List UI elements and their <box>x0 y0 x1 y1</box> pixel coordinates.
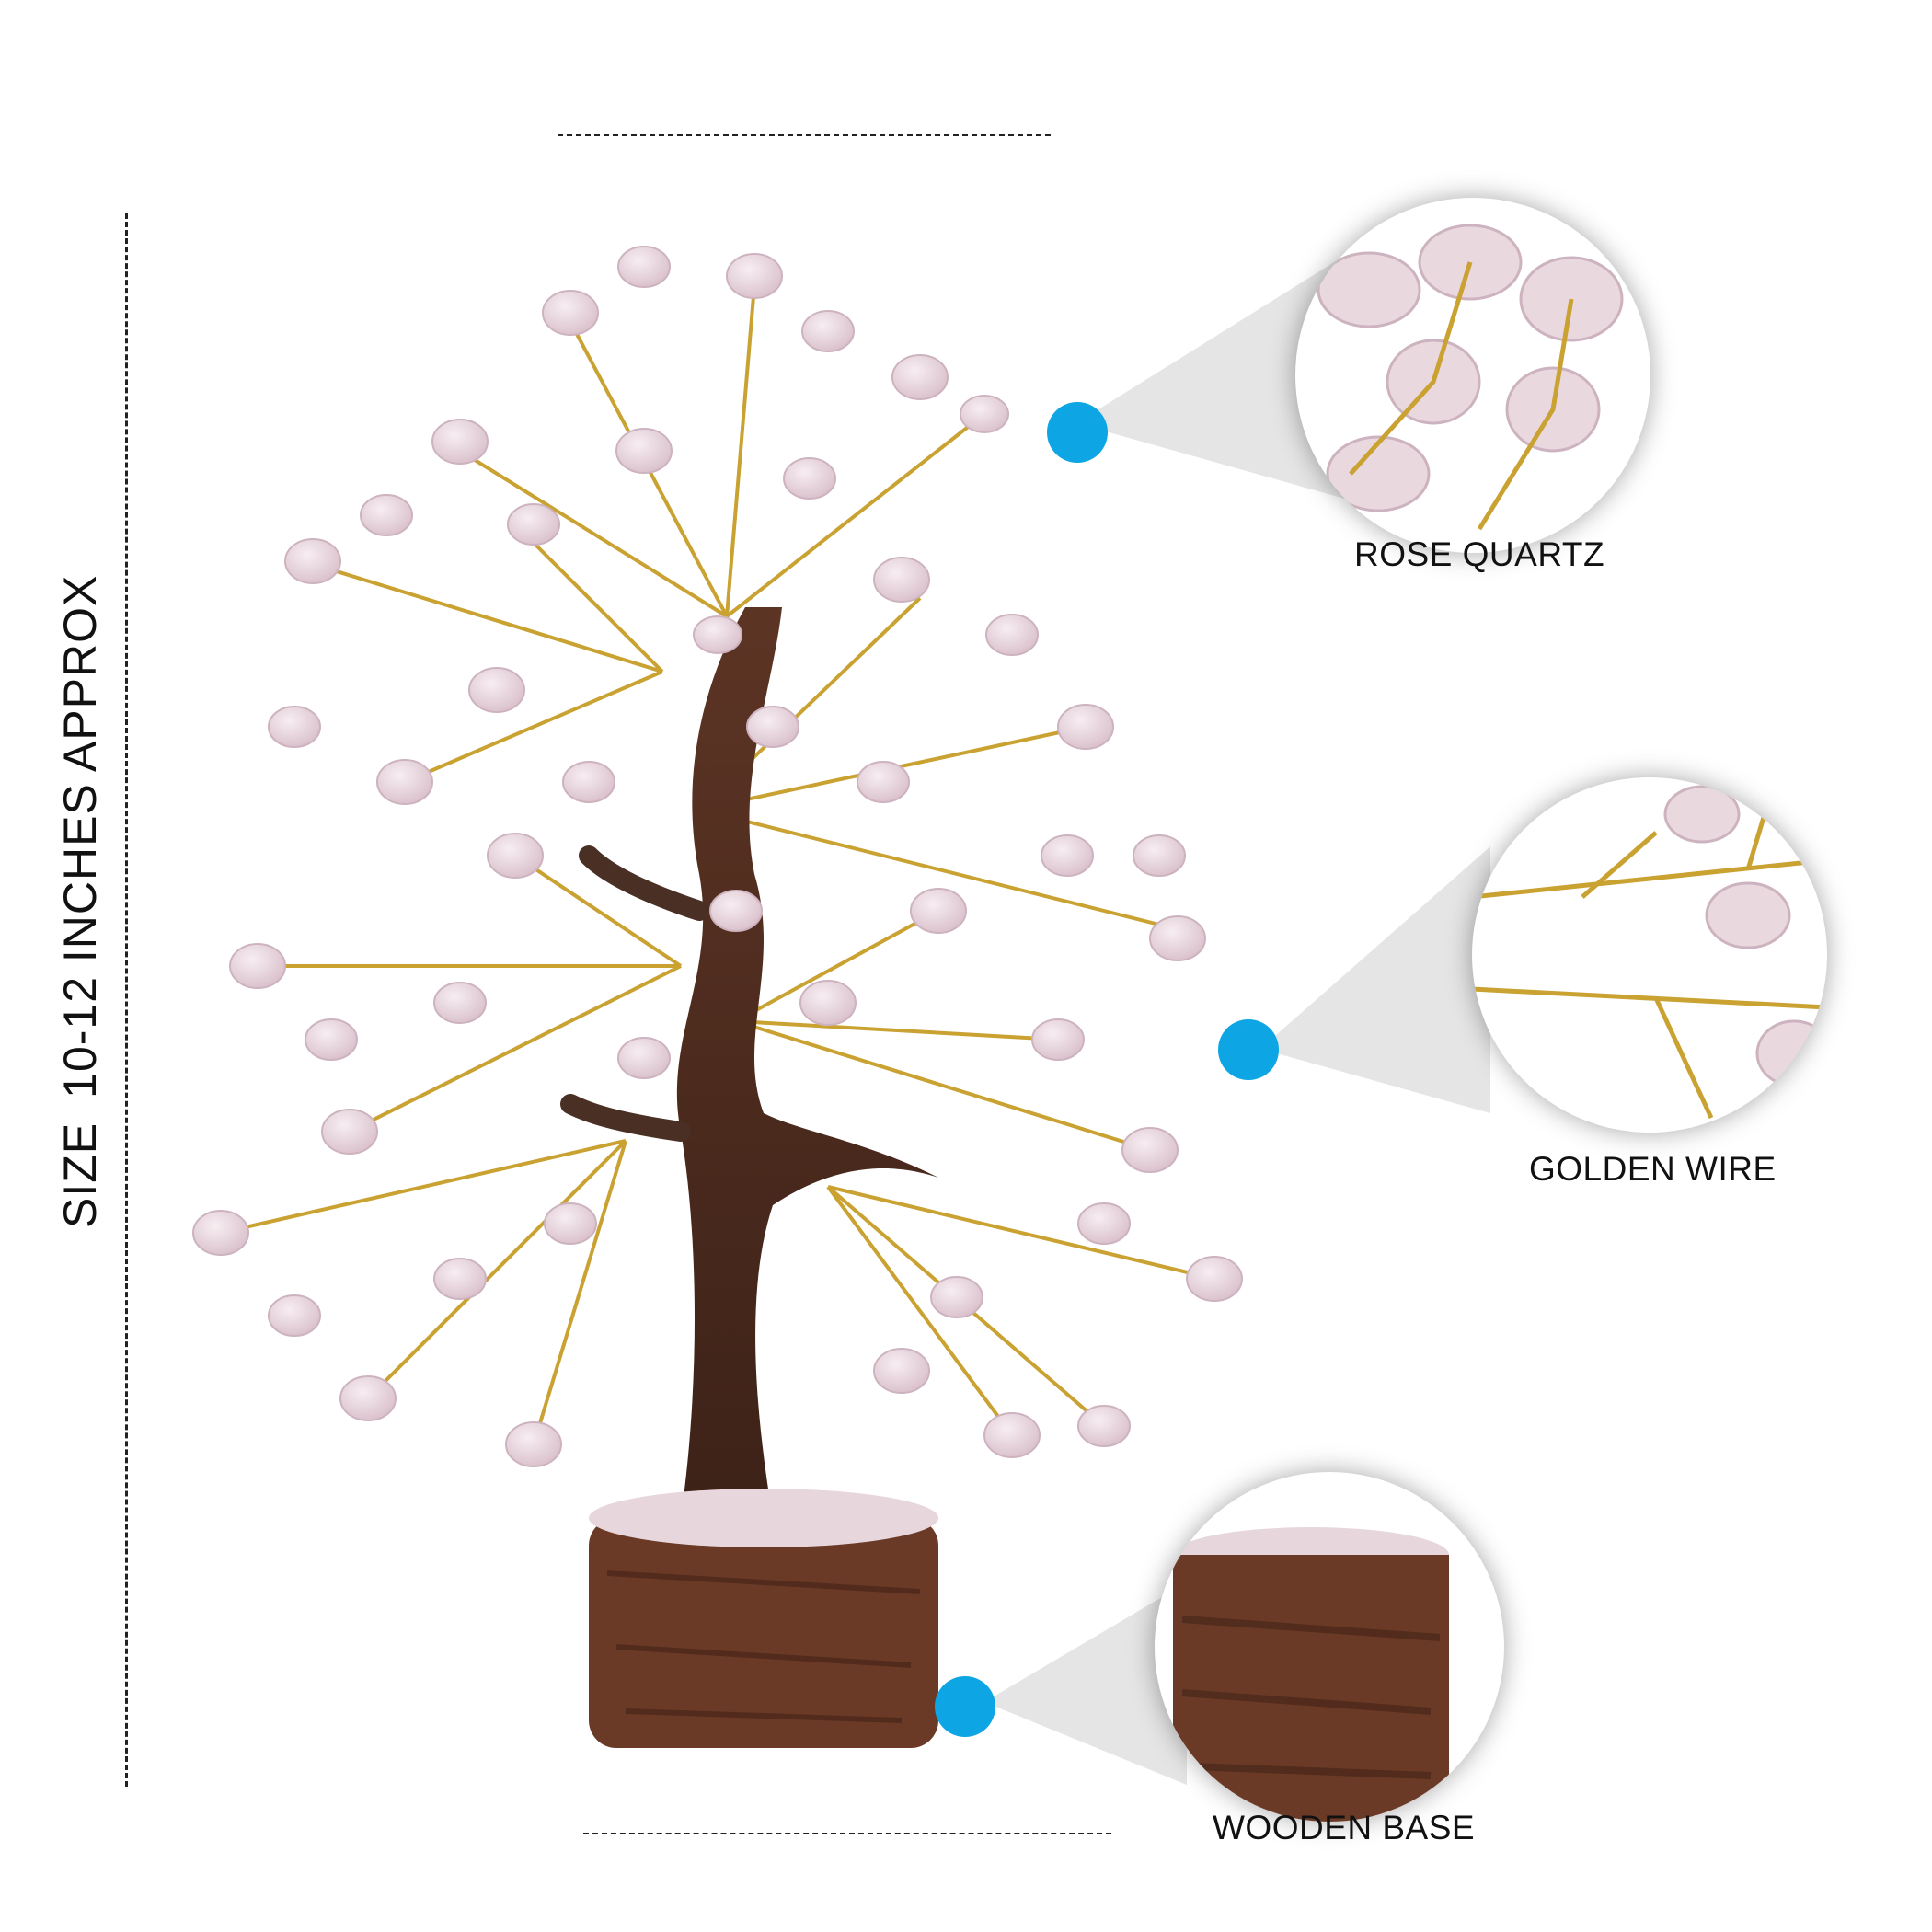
marker-dot-base <box>935 1676 995 1737</box>
width-guide-bottom <box>583 1833 1111 1834</box>
callout-cone-quartz <box>1076 239 1371 506</box>
rose-quartz-chips <box>192 246 1243 1467</box>
wooden-base <box>589 1489 938 1748</box>
callout-golden-wire <box>1472 777 1827 1133</box>
callout-wooden-base <box>1155 1472 1504 1822</box>
width-guide-top <box>558 134 1051 136</box>
callout-cone-wire <box>1260 846 1490 1113</box>
callout-cone-base <box>984 1582 1187 1785</box>
size-prefix: SIZE <box>54 1121 106 1228</box>
size-label: SIZE 10-12 INCHES APPROX <box>53 575 107 1228</box>
label-rose-quartz: ROSE QUARTZ <box>1354 535 1605 573</box>
golden-wire-branches <box>220 284 1215 1445</box>
size-value: 10-12 INCHES APPROX <box>54 574 106 1098</box>
callout-rose-quartz <box>1295 198 1650 553</box>
marker-dot-wire <box>1218 1019 1279 1080</box>
marker-dot-quartz <box>1047 402 1108 463</box>
height-guide <box>125 213 128 1787</box>
label-golden-wire: GOLDEN WIRE <box>1529 1150 1777 1188</box>
crystal-tree-image <box>192 246 1243 1748</box>
label-wooden-base: WOODEN BASE <box>1213 1809 1476 1846</box>
trunk <box>676 607 938 1518</box>
